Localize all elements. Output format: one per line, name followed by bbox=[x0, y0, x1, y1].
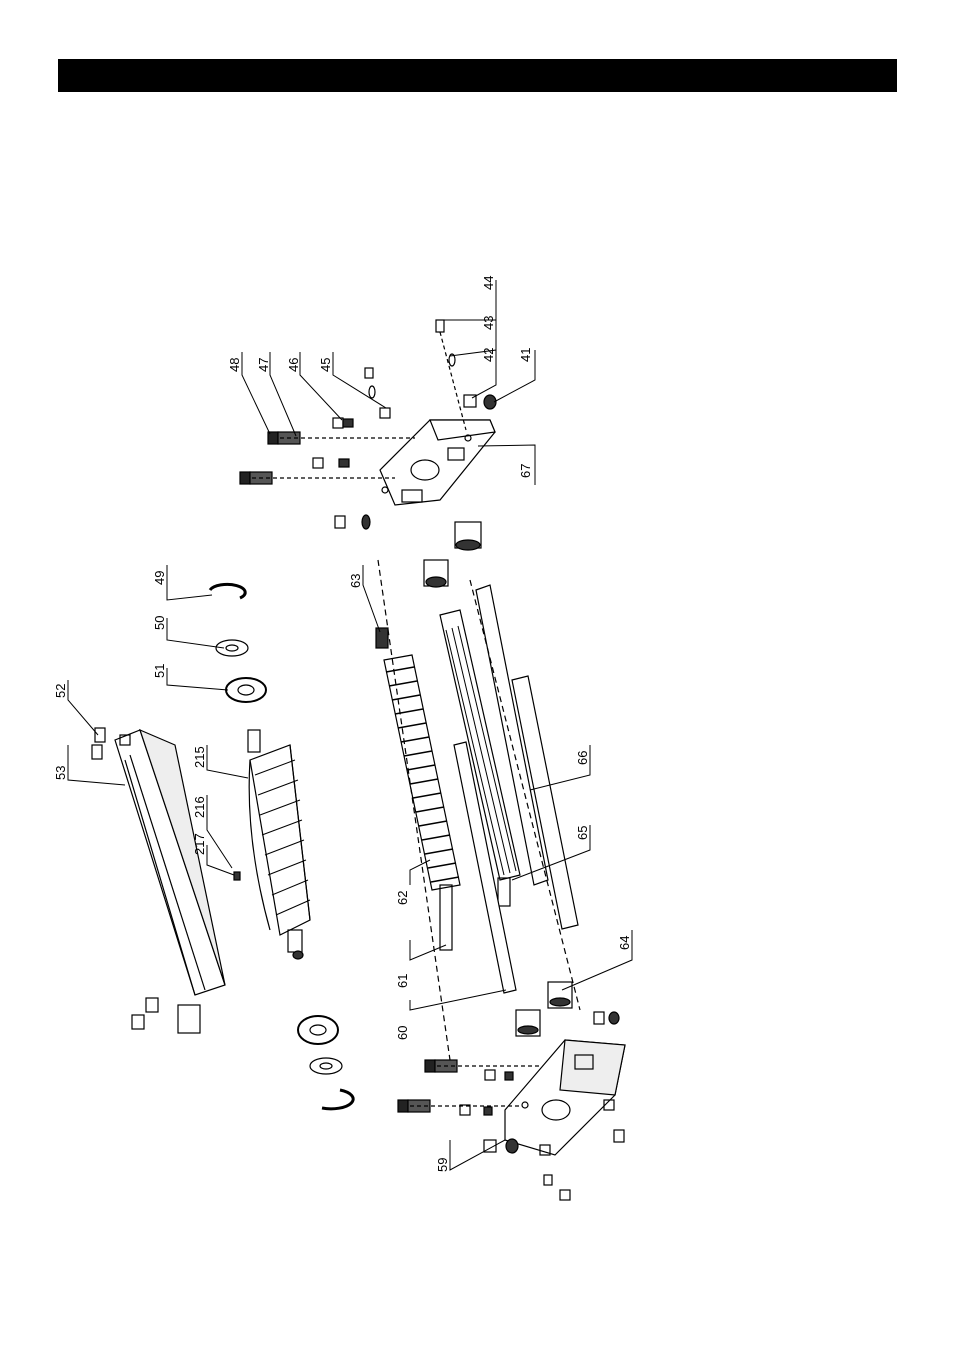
label-43: 43 bbox=[481, 316, 496, 330]
label-44: 44 bbox=[481, 276, 496, 290]
label-61: 61 bbox=[395, 974, 410, 988]
label-64: 64 bbox=[617, 936, 632, 950]
label-51: 51 bbox=[152, 664, 167, 678]
label-45: 45 bbox=[318, 358, 333, 372]
part-labels: 44 43 42 41 48 47 46 45 67 49 50 51 52 5… bbox=[53, 276, 632, 1172]
label-63: 63 bbox=[348, 574, 363, 588]
left-bracket-59 bbox=[505, 982, 625, 1155]
label-60: 60 bbox=[395, 1026, 410, 1040]
cutter-head-215 bbox=[234, 730, 310, 959]
label-42: 42 bbox=[481, 348, 496, 362]
right-bracket-67 bbox=[380, 420, 495, 505]
bearing-set-bottom bbox=[298, 1016, 353, 1109]
label-49: 49 bbox=[152, 571, 167, 585]
label-65: 65 bbox=[575, 826, 590, 840]
right-bushings bbox=[424, 522, 481, 587]
label-217: 217 bbox=[192, 833, 207, 855]
label-53: 53 bbox=[53, 766, 68, 780]
bearing-set-top bbox=[210, 584, 266, 702]
label-215: 215 bbox=[192, 746, 207, 768]
label-41: 41 bbox=[518, 348, 533, 362]
label-47: 47 bbox=[256, 358, 271, 372]
label-52: 52 bbox=[53, 684, 68, 698]
label-50: 50 bbox=[152, 616, 167, 630]
label-46: 46 bbox=[286, 358, 301, 372]
label-216: 216 bbox=[192, 796, 207, 818]
leader-lines bbox=[68, 280, 632, 1170]
label-67: 67 bbox=[518, 464, 533, 478]
label-48: 48 bbox=[227, 358, 242, 372]
label-62: 62 bbox=[395, 891, 410, 905]
cover-plate-53 bbox=[92, 728, 225, 1033]
label-66: 66 bbox=[575, 751, 590, 765]
label-59: 59 bbox=[435, 1158, 450, 1172]
